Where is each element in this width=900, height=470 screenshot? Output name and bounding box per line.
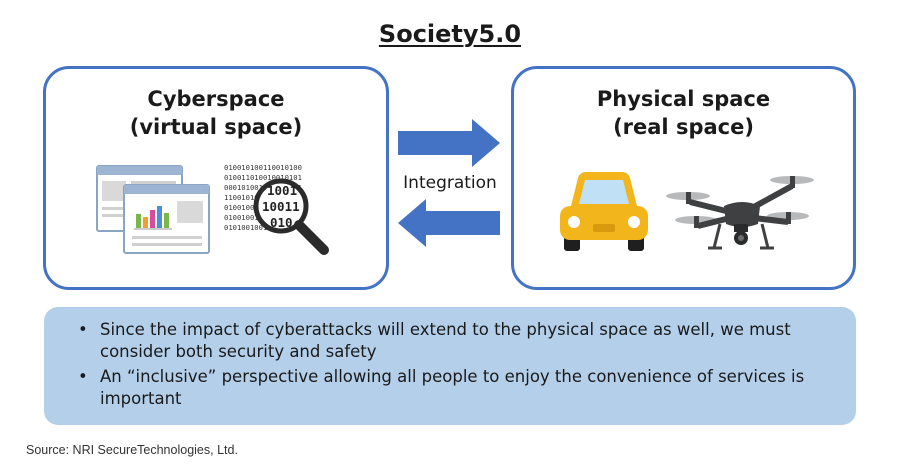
binary-magnifier-icon: 010010100110010100 010011010010010101 00…	[224, 163, 329, 255]
binary-row: 010011010010010101	[224, 173, 302, 182]
cyberspace-title-line2: (virtual space)	[129, 115, 303, 139]
diagram-title: Society5.0	[378, 20, 522, 48]
magnified-row: 10011	[262, 199, 300, 214]
note-inclusive: An “inclusive” perspective allowing all …	[78, 366, 840, 410]
notes-list: Since the impact of cyberattacks will ex…	[78, 319, 840, 410]
cyberspace-title: Cyberspace (virtual space)	[46, 85, 386, 141]
magnified-row: 010	[270, 215, 293, 230]
source-note: Source: NRI SecureTechnologies, Ltd.	[26, 443, 238, 457]
physical-title: Physical space (real space)	[514, 85, 853, 141]
physical-title-line2: (real space)	[613, 115, 754, 139]
notes-panel: Since the impact of cyberattacks will ex…	[44, 307, 856, 425]
cyberspace-title-line1: Cyberspace	[147, 87, 285, 111]
browser-windows-icon	[96, 165, 210, 254]
drone-icon	[666, 176, 814, 250]
car-icon	[560, 172, 648, 251]
physical-space-box: Physical space (real space)	[511, 66, 856, 290]
binary-row: 010100100100101	[224, 223, 289, 232]
magnified-row: 1001	[267, 183, 297, 198]
binary-row: 010010100110010100	[224, 163, 302, 172]
physical-title-line1: Physical space	[596, 87, 771, 111]
arrow-right-icon	[398, 119, 500, 167]
arrow-left-icon	[398, 199, 500, 247]
note-security-safety: Since the impact of cyberattacks will ex…	[78, 319, 840, 363]
cyberspace-box: Cyberspace (virtual space) 0100101001100…	[43, 66, 389, 290]
integration-label: Integration	[403, 173, 497, 193]
